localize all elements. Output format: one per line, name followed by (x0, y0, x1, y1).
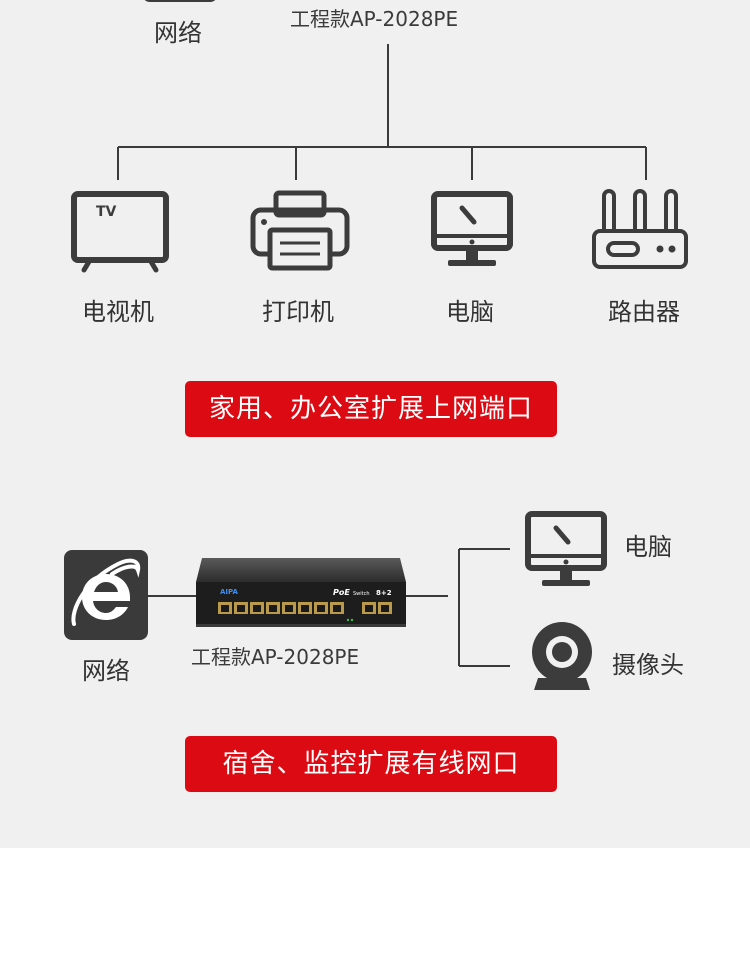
top-network-icon-fragment (142, 0, 218, 2)
top-connection-tree (117, 44, 647, 180)
switch-brand-logo: AIPA (220, 588, 239, 596)
internet-explorer-icon (64, 550, 148, 640)
switch-model-text: Switch (353, 591, 370, 597)
top-device-label-computer: 电脑 (446, 298, 494, 326)
poe-switch-image: AIPA PoE Switch 8+2 (196, 558, 406, 627)
top-device-label-printer: 打印机 (262, 298, 334, 326)
printer-icon (250, 190, 350, 271)
bottom-scenario-banner: 宿舍、监控扩展有线网口 (185, 736, 557, 792)
top-scenario-banner: 家用、办公室扩展上网端口 (185, 381, 557, 437)
top-device-label-tv: 电视机 (82, 298, 154, 326)
bottom-device-model-label: 工程款AP-2028PE (191, 645, 360, 669)
camera-icon (532, 622, 592, 690)
router-icon (592, 189, 688, 269)
top-device-model-label: 工程款AP-2028PE (290, 7, 459, 31)
computer-icon (431, 191, 513, 266)
top-network-label: 网络 (154, 19, 202, 47)
switch-port-count-text: 8+2 (376, 589, 392, 597)
computer-icon (525, 511, 607, 586)
switch-poe-text: PoE (333, 588, 350, 597)
top-device-label-router: 路由器 (608, 298, 680, 326)
bottom-device-label-camera: 摄像头 (612, 651, 684, 679)
bottom-device-label-computer: 电脑 (624, 533, 672, 561)
svg-text:TV: TV (96, 204, 117, 220)
tv-icon: TV (71, 191, 169, 273)
bottom-network-label: 网络 (82, 657, 130, 685)
